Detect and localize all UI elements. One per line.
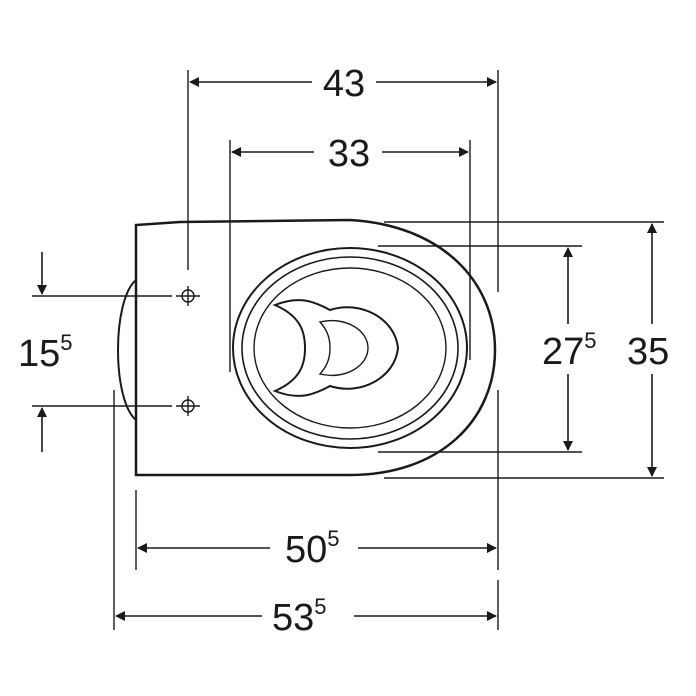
svg-text:43: 43 [323,63,365,105]
dimension-27-5: 275 [542,247,597,451]
dimension-33: 33 [231,133,469,175]
dimension-53-5: 535 [115,594,497,639]
svg-text:505: 505 [285,526,340,571]
svg-text:35: 35 [627,331,669,373]
dimension-35: 35 [627,223,669,477]
svg-text:275: 275 [542,328,597,373]
dim-50-sup: 5 [327,526,339,551]
fixing-point-top [176,286,200,306]
dimension-43: 43 [189,63,497,105]
dim-27-main: 27 [542,331,584,373]
dimension-15-5: 155 [18,252,73,452]
dim-33-main: 33 [328,133,370,175]
svg-text:33: 33 [328,133,370,175]
dim-50-main: 50 [285,529,327,571]
dim-53-main: 53 [272,597,314,639]
fixing-point-bottom [176,396,200,416]
dim-53-sup: 5 [314,594,326,619]
dimension-50-5: 505 [137,526,497,571]
svg-text:155: 155 [18,330,73,375]
dim-15-sup: 5 [60,330,72,355]
dim-35-main: 35 [627,331,669,373]
toilet-outline [117,218,497,477]
dim-43-main: 43 [323,63,365,105]
dim-15-main: 15 [18,333,60,375]
dim-27-sup: 5 [584,328,596,353]
svg-text:535: 535 [272,594,327,639]
extension-lines [32,70,664,630]
